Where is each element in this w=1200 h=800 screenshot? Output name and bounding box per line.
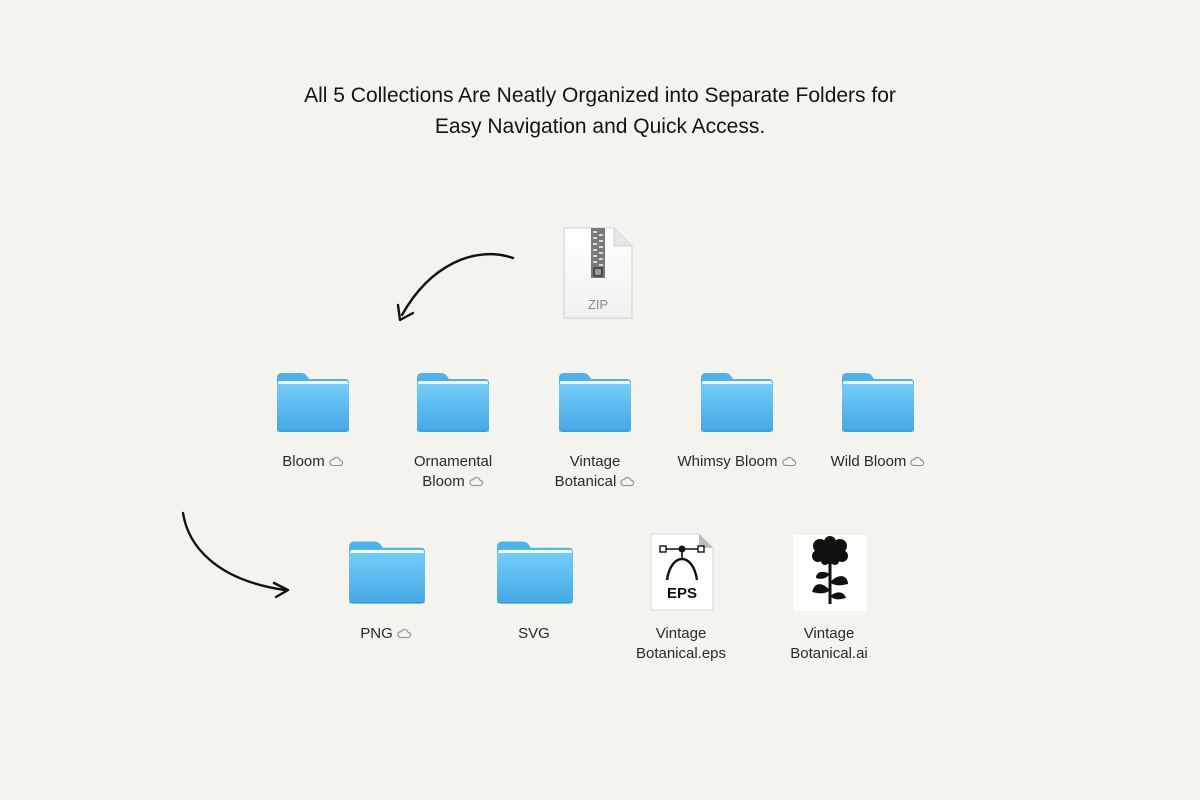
headline-line-1: All 5 Collections Are Neatly Organized i… bbox=[304, 84, 896, 107]
zip-archive-icon bbox=[563, 227, 633, 319]
flower-preview-icon bbox=[793, 535, 867, 611]
icloud-icon bbox=[910, 456, 925, 467]
folder-label: Wild Bloom bbox=[830, 453, 907, 470]
folder-icon bbox=[700, 372, 774, 433]
icloud-icon bbox=[397, 628, 411, 639]
folder-label: Whimsy Bloom bbox=[677, 453, 778, 470]
file-vintage-botanical-eps[interactable]: EPS Vintage Botanical.eps bbox=[616, 532, 746, 672]
folder-ornamental-bloom[interactable]: Ornamental Bloom bbox=[393, 370, 513, 490]
folder-label-line-1: Ornamental bbox=[413, 453, 493, 470]
headline-line-2: Easy Navigation and Quick Access. bbox=[434, 115, 766, 138]
folder-bloom[interactable]: Bloom bbox=[253, 370, 373, 470]
folder-vintage-botanical[interactable]: Vintage Botanical bbox=[535, 370, 655, 490]
curved-arrow-icon bbox=[181, 511, 290, 599]
file-label-line-1: Vintage bbox=[655, 625, 707, 642]
zip-label: ZIP bbox=[587, 297, 609, 312]
folder-label-line-2: Bloom bbox=[422, 473, 465, 490]
folder-label: SVG bbox=[518, 625, 550, 642]
folder-icon bbox=[558, 372, 632, 433]
folder-icon bbox=[496, 540, 574, 605]
curved-arrow-icon bbox=[396, 253, 515, 322]
file-label-line-2: Botanical.eps bbox=[635, 645, 727, 662]
zip-file[interactable]: ZIP bbox=[562, 226, 634, 320]
icloud-icon bbox=[781, 456, 796, 467]
file-label-line-2: Botanical.ai bbox=[790, 645, 868, 662]
folder-label-line-1: Vintage bbox=[569, 453, 621, 470]
icloud-icon bbox=[329, 456, 343, 467]
folder-whimsy-bloom[interactable]: Whimsy Bloom bbox=[667, 370, 807, 470]
folder-label-line-2: Botanical bbox=[554, 473, 617, 490]
icloud-icon bbox=[620, 476, 635, 487]
file-label-line-1: Vintage bbox=[803, 625, 855, 642]
folder-png[interactable]: PNG bbox=[326, 538, 446, 648]
headline: All 5 Collections Are Neatly Organized i… bbox=[0, 80, 1200, 142]
eps-badge: EPS bbox=[666, 585, 697, 602]
folder-label: PNG bbox=[360, 625, 393, 642]
folder-icon bbox=[841, 372, 915, 433]
folder-svg[interactable]: SVG bbox=[474, 538, 594, 648]
folder-wild-bloom[interactable]: Wild Bloom bbox=[808, 370, 948, 470]
folder-icon bbox=[416, 372, 490, 433]
icloud-icon bbox=[469, 476, 483, 487]
folder-icon bbox=[348, 540, 426, 605]
file-vintage-botanical-ai[interactable]: Vintage Botanical.ai bbox=[764, 532, 894, 672]
folder-label: Bloom bbox=[282, 453, 325, 470]
folder-icon bbox=[276, 372, 350, 433]
eps-file-icon bbox=[650, 533, 714, 611]
